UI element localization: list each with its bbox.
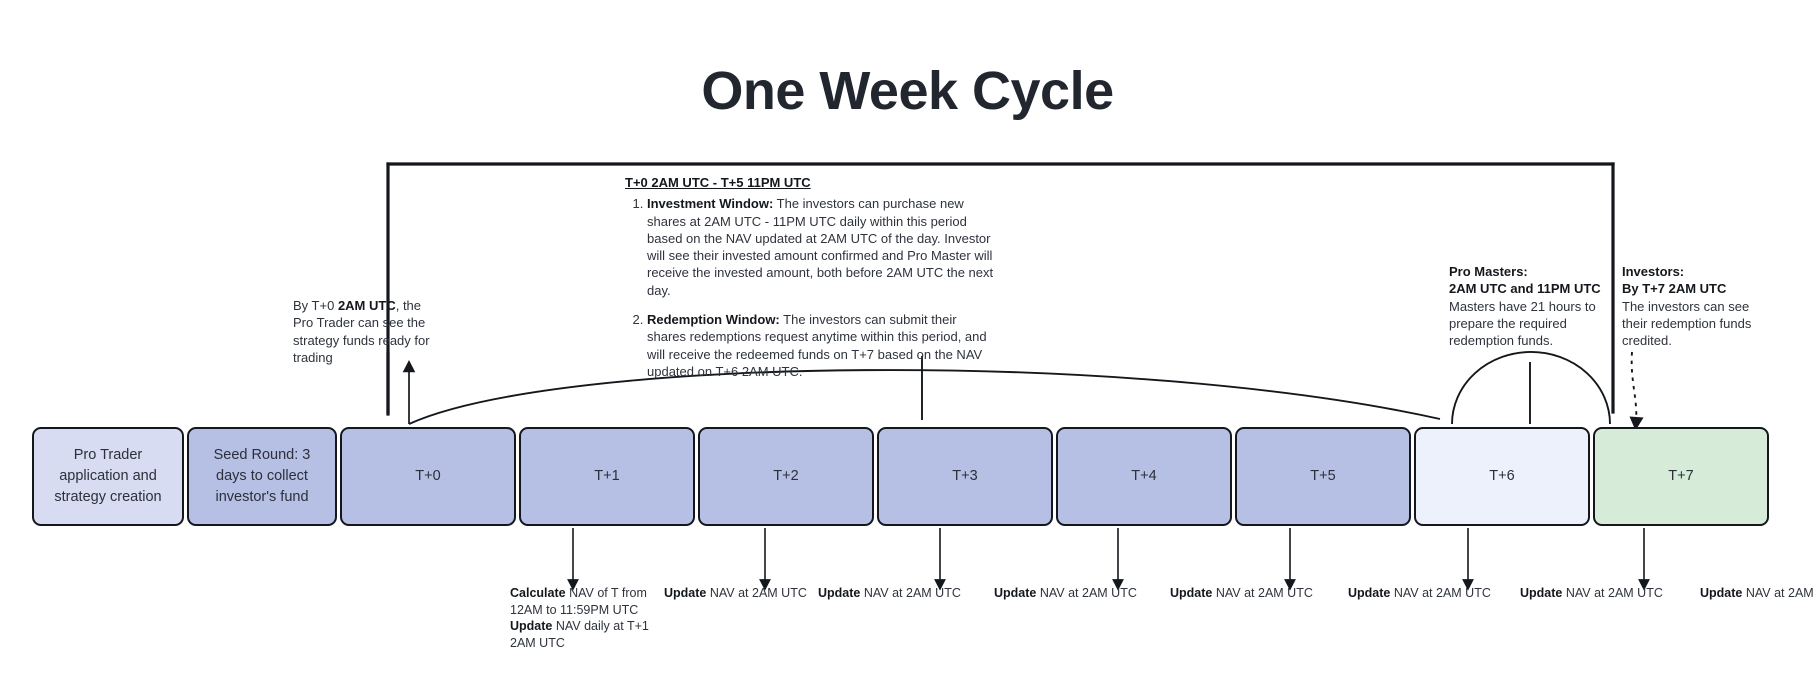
nav-label-line: 12AM to 11:59PM UTC: [510, 602, 650, 619]
note-investors: Investors: By T+7 2AM UTC The investors …: [1622, 263, 1772, 349]
nav-label-keyword: Update: [664, 586, 707, 600]
timeline-box-label: T+6: [1489, 467, 1515, 484]
nav-label-line: Update NAV at 2AM UTC: [818, 585, 968, 602]
timeline-box-label: T+1: [594, 467, 620, 484]
nav-label-text: NAV at 2AM UTC: [706, 586, 807, 600]
nav-label-text: NAV of T from: [565, 586, 647, 600]
timeline-box-pro-trader-application: Pro Trader application and strategy crea…: [32, 427, 184, 526]
nav-label-keyword: Update: [1520, 586, 1563, 600]
note-inv-body: The investors can see their redemption f…: [1622, 298, 1752, 349]
nav-label-text: NAV at 2AM UTC: [860, 586, 961, 600]
timeline-box-t-plus-1: T+1: [519, 427, 695, 526]
note-inv-line2: By T+7 2AM UTC: [1622, 281, 1727, 297]
nav-label-line: Update NAV at 2AM UTC: [994, 585, 1144, 602]
note-center-list: Investment Window: The investors can pur…: [625, 195, 997, 380]
nav-label-nav-t3: Update NAV at 2AM UTC: [994, 585, 1144, 602]
nav-label-keyword: Calculate: [510, 586, 566, 600]
timeline-box-label: T+5: [1310, 467, 1336, 484]
nav-label-text: NAV at 2AM UTC: [1390, 586, 1491, 600]
nav-label-text: 12AM to 11:59PM UTC: [510, 602, 639, 617]
nav-label-line: 2AM UTC: [510, 635, 650, 652]
timeline-box-label: T+7: [1668, 467, 1694, 484]
timeline-box-label: Seed Round: 3 days to collect investor's…: [213, 446, 311, 505]
timeline-box-t-plus-6: T+6: [1414, 427, 1590, 526]
note-left-bold: 2AM UTC: [337, 298, 396, 313]
nav-label-line: Update NAV at 2AM UTC: [1170, 585, 1320, 602]
nav-label-text: NAV at 2AM UTC: [1562, 586, 1663, 600]
nav-label-line: Update NAV at 2AM UTC: [1700, 585, 1815, 602]
page-title: One Week Cycle: [701, 61, 1114, 121]
nav-label-nav-t5: Update NAV at 2AM UTC: [1348, 585, 1498, 602]
nav-label-nav-t6: Update NAV at 2AM UTC: [1520, 585, 1670, 602]
nav-label-text: NAV at 2AM UTC: [1212, 586, 1313, 600]
note-inv-line1: Investors:: [1622, 264, 1685, 279]
nav-label-text: 2AM UTC: [510, 635, 565, 650]
timeline-box-label: Pro Trader application and strategy crea…: [54, 446, 162, 505]
note-center-item-body: The investors can purchase new shares at…: [647, 196, 994, 298]
timeline-box-t-plus-3: T+3: [877, 427, 1053, 526]
nav-label-keyword: Update: [818, 586, 861, 600]
note-pro-body: Masters have 21 hours to prepare the req…: [1449, 298, 1596, 349]
timeline-box-label: T+4: [1131, 467, 1157, 484]
nav-label-text: NAV daily at T+1: [552, 619, 649, 633]
nav-label-text: NAV at 2AM UTC: [1036, 586, 1137, 600]
note-center-item-0: Investment Window: The investors can pur…: [647, 195, 997, 299]
nav-label-line: Update NAV at 2AM UTC: [1520, 585, 1670, 602]
nav-label-nav-t1: Update NAV at 2AM UTC: [664, 585, 814, 602]
timeline-box-t-plus-4: T+4: [1056, 427, 1232, 526]
note-pro-masters: Pro Masters: 2AM UTC and 11PM UTC Master…: [1449, 263, 1601, 349]
nav-label-text: NAV at 2AM UTC: [1745, 586, 1815, 600]
nav-label-nav-t7: Update NAV at 2AM UTC: [1700, 585, 1815, 602]
timeline-box-seed-round: Seed Round: 3 days to collect investor's…: [187, 427, 337, 526]
nav-label-line: Update NAV at 2AM UTC: [1348, 585, 1498, 602]
timeline-box-t-plus-2: T+2: [698, 427, 874, 526]
timeline-box-t-plus-0: T+0: [340, 427, 516, 526]
timeline-box-t-plus-5: T+5: [1235, 427, 1411, 526]
note-left-prefix: By T+0: [293, 298, 338, 313]
timeline-box-label: T+3: [952, 467, 978, 484]
note-center-item-title: Investment Window:: [647, 196, 774, 212]
nav-label-keyword: Update: [1348, 586, 1391, 600]
nav-label-line: Update NAV at 2AM UTC: [664, 585, 814, 602]
nav-label-keyword: Update: [994, 586, 1037, 600]
nav-label-keyword: Update: [1170, 586, 1213, 600]
note-center-item-1: Redemption Window: The investors can sub…: [647, 311, 997, 380]
note-pro-line2: 2AM UTC and 11PM UTC: [1449, 281, 1601, 297]
nav-label-nav-t4: Update NAV at 2AM UTC: [1170, 585, 1320, 602]
note-center-item-title: Redemption Window:: [647, 311, 780, 327]
timeline-row: Pro Trader application and strategy crea…: [32, 427, 1784, 526]
nav-label-line: Calculate NAV of T from: [510, 585, 650, 602]
note-investment-redemption: T+0 2AM UTC - T+5 11PM UTC Investment Wi…: [625, 174, 997, 380]
note-pro-trader-ready: By T+0 2AM UTC, the Pro Trader can see t…: [293, 297, 443, 366]
timeline-box-label: T+2: [773, 467, 799, 484]
note-pro-line1: Pro Masters:: [1449, 264, 1528, 279]
note-left-suffix: , the Pro Trader can see the strategy fu…: [293, 298, 430, 365]
nav-label-nav-t2: Update NAV at 2AM UTC: [818, 585, 968, 602]
timeline-box-t-plus-7: T+7: [1593, 427, 1769, 526]
nav-label-keyword: Update: [510, 619, 553, 633]
timeline-box-label: T+0: [415, 467, 441, 484]
note-center-item-body: The investors can submit their shares re…: [647, 311, 987, 379]
note-center-header: T+0 2AM UTC - T+5 11PM UTC: [625, 175, 811, 190]
nav-label-line: Update NAV daily at T+1: [510, 618, 650, 635]
nav-label-keyword: Update: [1700, 586, 1743, 600]
